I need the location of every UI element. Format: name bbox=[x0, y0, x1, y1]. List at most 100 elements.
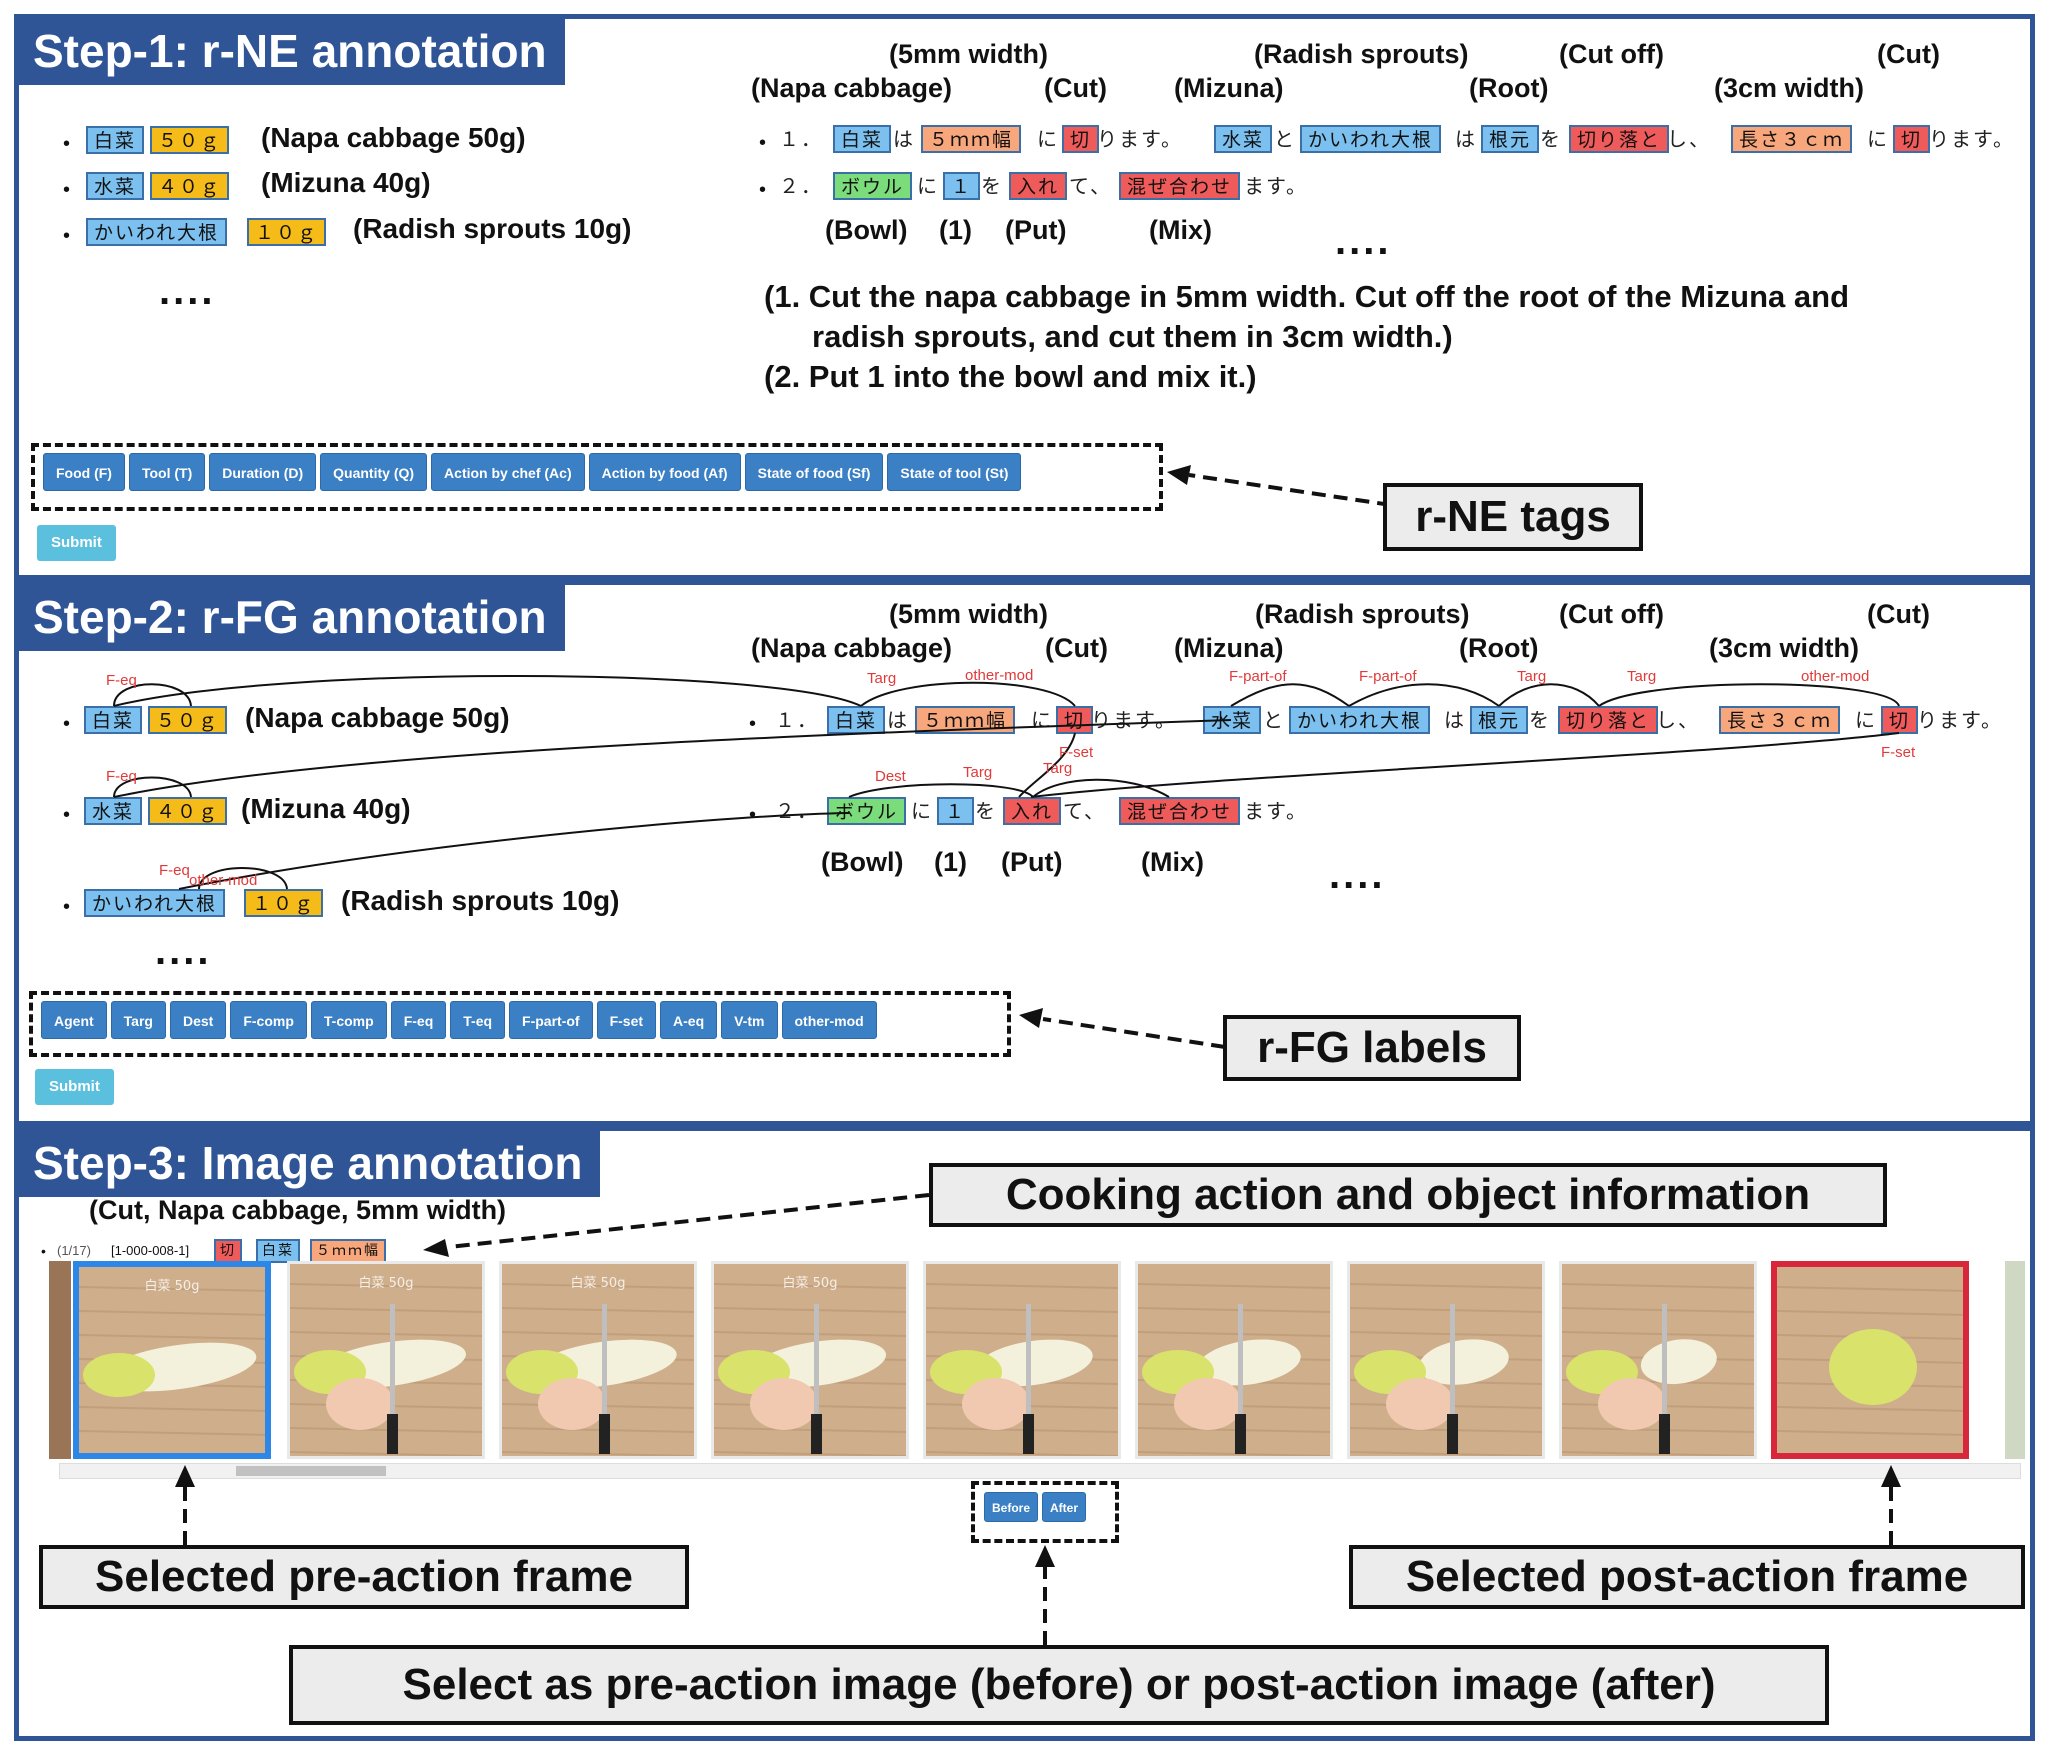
gloss-bowl: (Bowl) bbox=[821, 847, 904, 877]
tag-button-tool[interactable]: Tool (T) bbox=[128, 453, 206, 491]
relation-dest: Dest bbox=[875, 768, 907, 785]
gloss-mix: (Mix) bbox=[1149, 215, 1212, 245]
rne-state-tag[interactable]: 長さ３ｃｍ bbox=[1731, 125, 1853, 153]
particle: は bbox=[1455, 127, 1477, 151]
bullet: • bbox=[749, 713, 757, 735]
ingredient-qty-tag[interactable]: ５０ｇ bbox=[150, 126, 230, 154]
tag-button-quantity[interactable]: Quantity (Q) bbox=[320, 453, 428, 491]
ingredient-food-tag[interactable]: 水菜 bbox=[84, 797, 143, 825]
bullet: • bbox=[749, 804, 757, 826]
label-button-dest[interactable]: Dest bbox=[169, 1001, 227, 1039]
rne-action-tag[interactable]: 入れ bbox=[1009, 172, 1068, 200]
video-frame[interactable] bbox=[1347, 1261, 1545, 1459]
tag-button-state-food[interactable]: State of food (Sf) bbox=[744, 453, 884, 491]
rne-action-tag[interactable]: 混ぜ合わせ bbox=[1119, 797, 1241, 825]
rne-food-tag[interactable]: １ bbox=[943, 172, 981, 200]
frame-partial-left bbox=[49, 1261, 71, 1459]
video-frame[interactable] bbox=[1135, 1261, 1333, 1459]
label-button-feq[interactable]: F-eq bbox=[390, 1001, 447, 1039]
rne-action-tag[interactable]: 切 bbox=[1893, 125, 1931, 153]
gloss-root: (Root) bbox=[1459, 633, 1539, 663]
step-number: ２． bbox=[775, 799, 819, 823]
submit-button[interactable]: Submit bbox=[35, 1069, 114, 1105]
horizontal-scrollbar[interactable] bbox=[59, 1463, 2021, 1479]
rfg-labels-callout: r-FG labels bbox=[1223, 1015, 1521, 1081]
tag-button-state-tool[interactable]: State of tool (St) bbox=[887, 453, 1022, 491]
tag-button-action-food[interactable]: Action by food (Af) bbox=[588, 453, 741, 491]
tag-button-food[interactable]: Food (F) bbox=[43, 453, 125, 491]
rne-food-tag[interactable]: 根元 bbox=[1481, 125, 1540, 153]
rne-food-tag[interactable]: かいわれ大根 bbox=[1289, 706, 1431, 734]
rne-food-tag[interactable]: 水菜 bbox=[1214, 125, 1273, 153]
ingredient-gloss: (Mizuna 40g) bbox=[241, 793, 411, 824]
tag-button-duration[interactable]: Duration (D) bbox=[209, 453, 317, 491]
rne-action-tag[interactable]: 入れ bbox=[1003, 797, 1062, 825]
ingredient-food-tag[interactable]: かいわれ大根 bbox=[84, 889, 226, 917]
scrollbar-thumb[interactable] bbox=[236, 1466, 386, 1476]
selected-pre-action-frame[interactable]: 白菜 50g bbox=[73, 1261, 271, 1459]
video-frame[interactable]: 白菜 50g bbox=[499, 1261, 697, 1459]
label-button-agent[interactable]: Agent bbox=[41, 1001, 107, 1039]
rne-tool-tag[interactable]: ボウル bbox=[833, 172, 913, 200]
ingredient-food-tag[interactable]: 水菜 bbox=[86, 172, 145, 200]
rne-action-tag[interactable]: 切り落と bbox=[1569, 125, 1670, 153]
rne-food-tag[interactable]: 白菜 bbox=[827, 706, 886, 734]
rne-tool-tag[interactable]: ボウル bbox=[827, 797, 907, 825]
rne-food-tag[interactable]: 根元 bbox=[1470, 706, 1529, 734]
rne-action-tag[interactable]: 混ぜ合わせ bbox=[1119, 172, 1241, 200]
rne-action-tag[interactable]: 切 bbox=[1881, 706, 1919, 734]
gloss-3cm-width: (3cm width) bbox=[1709, 633, 1860, 663]
video-frame[interactable] bbox=[1559, 1261, 1757, 1459]
gloss-one: (1) bbox=[934, 847, 967, 877]
rne-food-tag[interactable]: １ bbox=[937, 797, 975, 825]
particle: は bbox=[1444, 708, 1466, 732]
ingredient-food-tag[interactable]: かいわれ大根 bbox=[86, 218, 228, 246]
ingredient-qty-tag[interactable]: ５０ｇ bbox=[148, 706, 228, 734]
gloss-mix: (Mix) bbox=[1141, 847, 1204, 877]
rne-action-tag[interactable]: 切 bbox=[1062, 125, 1100, 153]
gloss-mizuna: (Mizuna) bbox=[1174, 633, 1284, 663]
rne-action-tag[interactable]: 切り落と bbox=[1558, 706, 1659, 734]
rne-food-tag[interactable]: かいわれ大根 bbox=[1300, 125, 1442, 153]
label-button-teq[interactable]: T-eq bbox=[450, 1001, 506, 1039]
ingredient-qty-tag[interactable]: １０ｇ bbox=[244, 889, 324, 917]
frame-caption: 白菜 50g bbox=[570, 1276, 626, 1291]
label-button-tcomp[interactable]: T-comp bbox=[310, 1001, 387, 1039]
label-button-fpartof[interactable]: F-part-of bbox=[509, 1001, 593, 1039]
rne-tag-button-row: Food (F)Tool (T)Duration (D)Quantity (Q)… bbox=[31, 443, 1163, 511]
label-button-fset[interactable]: F-set bbox=[596, 1001, 657, 1039]
label-button-targ[interactable]: Targ bbox=[110, 1001, 166, 1039]
label-button-vtm[interactable]: V-tm bbox=[721, 1001, 778, 1039]
relation-arcs: F-eq F-eq F-eq other-mod Targ other-mod … bbox=[106, 667, 1916, 890]
gloss-3cm-width: (3cm width) bbox=[1714, 73, 1865, 103]
rne-state-tag[interactable]: ５ｍｍ幅 bbox=[921, 125, 1022, 153]
rne-callout-arrow bbox=[1167, 465, 1392, 507]
selected-post-action-frame[interactable] bbox=[1771, 1261, 1969, 1459]
submit-button[interactable]: Submit bbox=[37, 525, 116, 561]
rne-state-tag[interactable]: 長さ３ｃｍ bbox=[1719, 706, 1841, 734]
before-button[interactable]: Before bbox=[984, 1492, 1039, 1522]
relation-partof: F-part-of bbox=[1359, 668, 1417, 685]
ingredient-food-tag[interactable]: 白菜 bbox=[84, 706, 143, 734]
text-span: ります。 bbox=[1929, 127, 2015, 151]
ingredient-qty-tag[interactable]: ４０ｇ bbox=[150, 172, 230, 200]
video-frame[interactable]: 白菜 50g bbox=[287, 1261, 485, 1459]
label-button-othermod[interactable]: other-mod bbox=[781, 1001, 877, 1039]
step-number: １． bbox=[775, 708, 819, 732]
frame-image bbox=[926, 1264, 1118, 1456]
ingredient-food-tag[interactable]: 白菜 bbox=[86, 126, 145, 154]
text-span: し、 bbox=[1656, 708, 1700, 732]
label-button-fcomp[interactable]: F-comp bbox=[230, 1001, 307, 1039]
after-button[interactable]: After bbox=[1042, 1492, 1087, 1522]
video-frame[interactable]: 白菜 50g bbox=[711, 1261, 909, 1459]
gloss-napa-cabbage: (Napa cabbage) bbox=[751, 73, 953, 103]
ingredient-qty-tag[interactable]: ４０ｇ bbox=[148, 797, 228, 825]
label-button-aeq[interactable]: A-eq bbox=[660, 1001, 718, 1039]
rne-food-tag[interactable]: 白菜 bbox=[833, 125, 892, 153]
step1-panel: Step-1: r-NE annotation • 白菜 ５０ｇ (Napa c… bbox=[14, 14, 2035, 580]
item-id: [1-000-008-1] bbox=[111, 1243, 190, 1258]
ingredient-qty-tag[interactable]: １０ｇ bbox=[247, 218, 327, 246]
gloss-radish-sprouts: (Radish sprouts) bbox=[1254, 39, 1469, 69]
tag-button-action-chef[interactable]: Action by chef (Ac) bbox=[431, 453, 585, 491]
video-frame[interactable] bbox=[923, 1261, 1121, 1459]
